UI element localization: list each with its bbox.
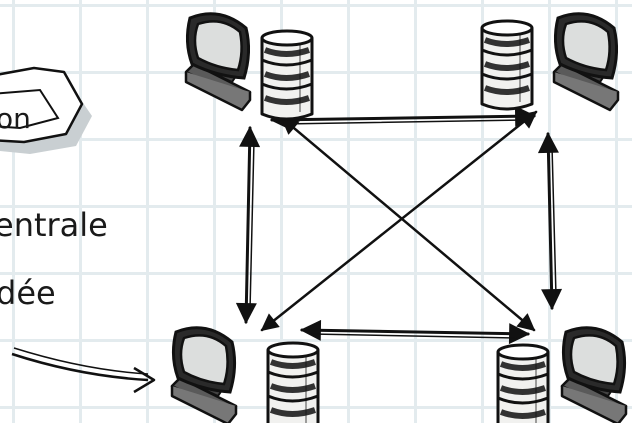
- node-top-left: [184, 12, 312, 119]
- server-stack-icon: [262, 31, 312, 119]
- node-top-right: [482, 12, 620, 112]
- monitor-icon: [552, 12, 620, 112]
- banner-label: on: [0, 102, 31, 135]
- link-diagonal-a: [280, 116, 536, 332]
- monitor-icon: [184, 12, 252, 112]
- server-stack-icon: [482, 21, 532, 109]
- monitor-icon: [170, 326, 238, 423]
- link-diagonal-b: [260, 110, 538, 332]
- link-left: [235, 125, 261, 325]
- link-right: [537, 131, 563, 311]
- connections: [235, 105, 563, 345]
- server-stack-icon: [268, 343, 318, 423]
- monitor-icon: [560, 326, 628, 423]
- node-bottom-right: [498, 326, 628, 423]
- link-bottom: [299, 319, 531, 345]
- note-line-2: dée: [0, 274, 56, 312]
- server-stack-icon: [498, 345, 548, 423]
- banner: on: [0, 66, 92, 154]
- pointer-arrow: [11, 347, 156, 394]
- note-line-1: entrale: [0, 206, 108, 244]
- link-top: [269, 105, 537, 131]
- node-bottom-left: [170, 326, 318, 423]
